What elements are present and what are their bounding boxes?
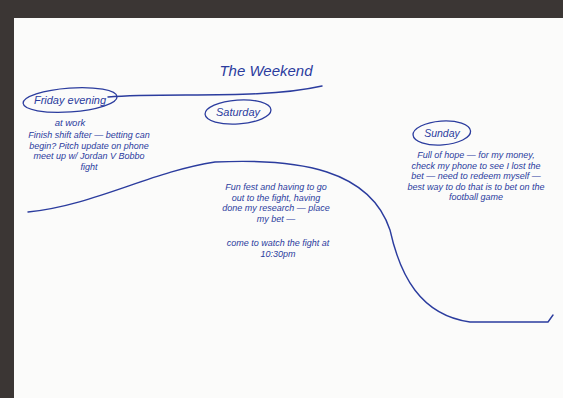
circle-outline: [204, 98, 272, 127]
handwritten-note: at work: [55, 117, 86, 128]
handwritten-note: Fun fest and having to go out to the fig…: [222, 182, 330, 224]
day-name: Friday evening: [34, 94, 106, 106]
circle-outline: [22, 85, 118, 116]
timeline-arc: [108, 86, 322, 97]
day-name: Saturday: [216, 106, 260, 118]
handwritten-note: Full of hope — for my money, check my ph…: [405, 150, 547, 203]
paper: [14, 18, 563, 398]
diagram-title: The Weekend: [219, 62, 312, 80]
circled-day: Saturday: [204, 99, 272, 125]
circled-day: Sunday: [412, 120, 472, 146]
day-name: Sunday: [424, 127, 460, 139]
circled-day: Friday evening: [22, 87, 118, 113]
handwritten-note: Finish shift after — betting can begin? …: [28, 130, 150, 172]
circle-outline: [412, 119, 471, 147]
handwritten-note: come to watch the fight at 10:30pm: [222, 238, 334, 259]
